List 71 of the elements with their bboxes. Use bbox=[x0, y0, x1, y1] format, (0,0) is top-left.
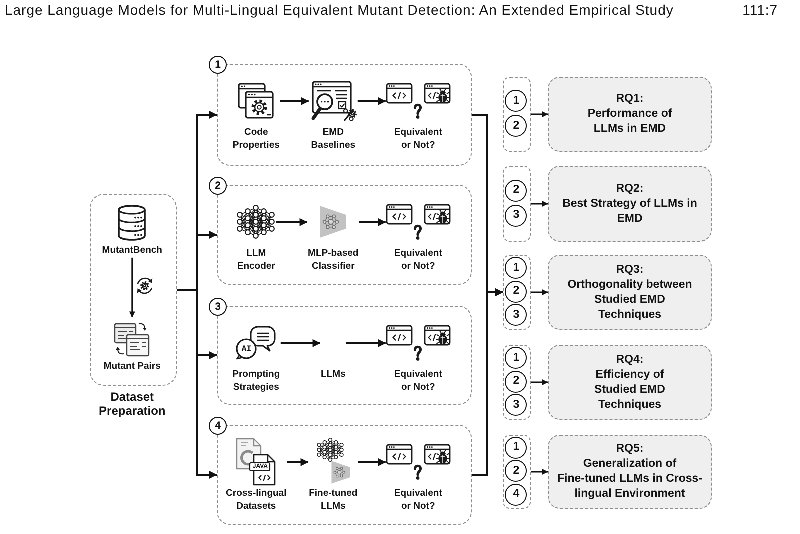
arrow bbox=[346, 339, 386, 348]
research-question-card bbox=[548, 435, 712, 509]
question-id: RQ4: bbox=[616, 352, 644, 368]
step-label: EMD Baselines bbox=[310, 127, 356, 152]
step-number: 2 bbox=[505, 115, 528, 138]
step-label: Equivalent or Not? bbox=[393, 369, 444, 394]
step-label: MLP-based Classifier bbox=[307, 248, 360, 274]
arrow bbox=[287, 458, 309, 466]
step-set-panel bbox=[503, 77, 531, 152]
step-label: Code Properties bbox=[232, 127, 280, 152]
arrow bbox=[358, 458, 386, 466]
arrow bbox=[472, 288, 504, 476]
research-question-card bbox=[548, 166, 712, 242]
step-number: 2 bbox=[505, 280, 528, 303]
step-number: 1 bbox=[209, 56, 227, 74]
arrow bbox=[531, 469, 548, 475]
arrow bbox=[531, 201, 548, 207]
page-number: 111:7 bbox=[742, 2, 778, 18]
step-label: Fine-tuned LLMs bbox=[308, 488, 358, 514]
research-question-card bbox=[548, 345, 712, 420]
question-id: RQ3: bbox=[616, 262, 644, 278]
question-title: Performance of LLMs in EMD bbox=[587, 107, 673, 137]
step-label: Equivalent or Not? bbox=[393, 127, 444, 152]
step-label: Equivalent or Not? bbox=[393, 248, 444, 274]
step-label: Cross-lingual Datasets bbox=[225, 488, 288, 514]
arrow bbox=[280, 97, 310, 106]
step-set-panel bbox=[503, 166, 531, 242]
step-number: 4 bbox=[209, 417, 227, 435]
step-label: Prompting Strategies bbox=[232, 369, 281, 394]
panel-title: Dataset Preparation bbox=[98, 390, 166, 418]
step-number: 1 bbox=[505, 90, 528, 112]
arrow bbox=[531, 290, 548, 296]
question-title: Best Strategy of LLMs in EMD bbox=[562, 196, 698, 226]
step-label: Mutant Pairs bbox=[102, 361, 162, 374]
step-number: 2 bbox=[505, 180, 528, 202]
step-number: 1 bbox=[505, 257, 528, 280]
step-label: MutantBench bbox=[101, 245, 164, 258]
question-title: Orthogonality between Studied EMD Techniques bbox=[567, 278, 693, 322]
step-number: 3 bbox=[209, 298, 227, 316]
arrow bbox=[276, 218, 308, 226]
step-number: 3 bbox=[505, 304, 528, 326]
step-set-panel bbox=[503, 255, 531, 330]
question-id: RQ5: bbox=[616, 442, 644, 457]
arrow bbox=[129, 258, 136, 318]
step-set-panel bbox=[503, 345, 531, 420]
arrow bbox=[531, 380, 548, 386]
arrow bbox=[177, 289, 218, 479]
bubble-text: AI bbox=[242, 344, 252, 354]
arrow bbox=[359, 218, 386, 226]
step-label: LLMs bbox=[320, 369, 346, 382]
step-number: 1 bbox=[505, 436, 528, 459]
step-number: 4 bbox=[505, 484, 528, 506]
step-number: 2 bbox=[209, 177, 227, 195]
running-header: Large Language Models for Multi-Lingual Equivalent Mutant Detection: An Extended Empirical Study bbox=[5, 2, 674, 18]
research-question-card bbox=[548, 77, 712, 152]
step-number: 1 bbox=[505, 347, 528, 370]
step-set-panel bbox=[503, 435, 531, 509]
research-question-card bbox=[548, 255, 712, 330]
step-number: 2 bbox=[505, 460, 528, 482]
step-label: Equivalent or Not? bbox=[393, 488, 444, 514]
step-number: 3 bbox=[505, 394, 528, 416]
question-title: Generalization of Fine-tuned LLMs in Cross-lingual Environment bbox=[556, 457, 704, 502]
question-id: RQ2: bbox=[616, 182, 644, 196]
arrow bbox=[358, 97, 386, 106]
question-title: Efficiency of Studied EMD Techniques bbox=[594, 368, 666, 412]
arrow bbox=[531, 112, 548, 118]
step-number: 3 bbox=[505, 204, 528, 227]
step-number: 2 bbox=[505, 370, 528, 393]
arrow bbox=[280, 339, 321, 348]
question-id: RQ1: bbox=[616, 92, 644, 107]
step-label: LLM Encoder bbox=[236, 248, 276, 274]
